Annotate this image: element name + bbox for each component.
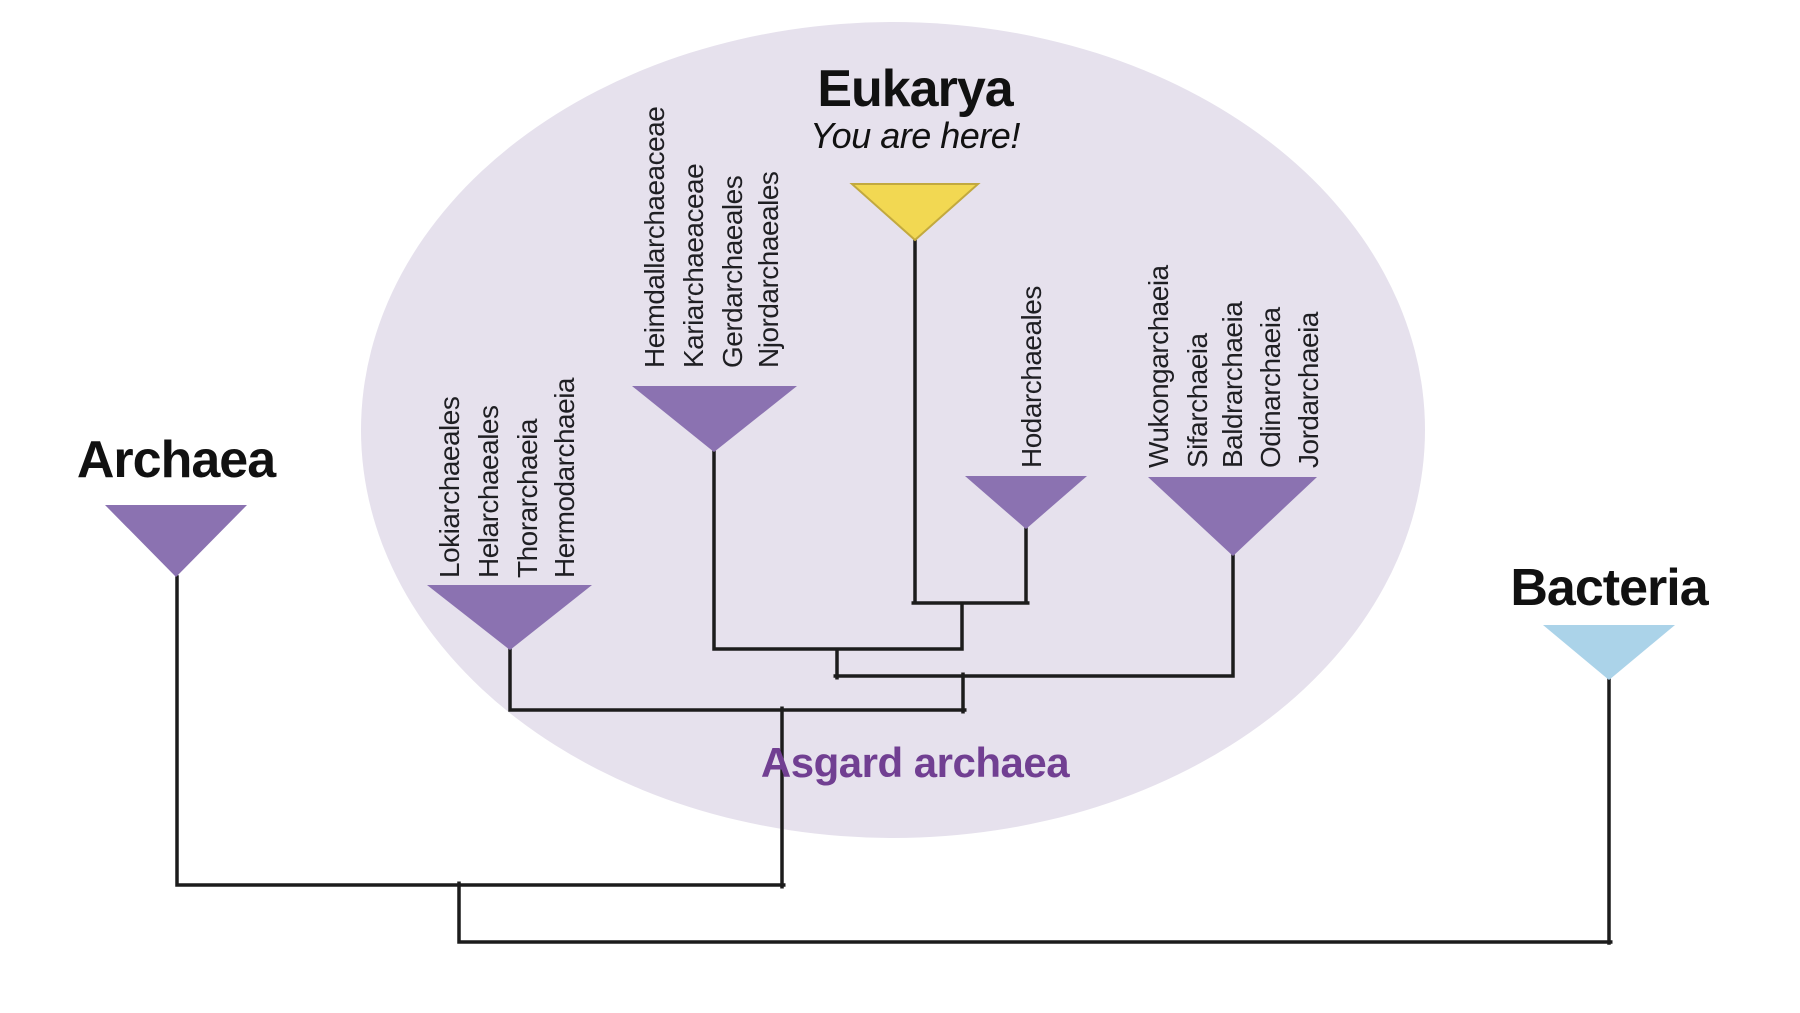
archaea-title: Archaea <box>77 431 277 489</box>
eukarya-subtitle: You are here! <box>810 115 1020 156</box>
clade-label-helarchaeales: Helarchaeales <box>473 406 504 579</box>
clade-label-hodarchaeales: Hodarchaeales <box>1016 286 1047 468</box>
bacteria-triangle <box>1543 625 1675 680</box>
hodar-clade-triangle <box>965 476 1087 529</box>
branch-lines <box>175 238 1613 945</box>
clade-label-wukongarchaeia: Wukongarchaeia <box>1143 264 1174 468</box>
clade-label-thorarchaeia: Thorarchaeia <box>512 418 543 578</box>
clade-label-hermodarchaeia: Hermodarchaeia <box>549 377 580 578</box>
clade-label-baldrarchaeia: Baldrarchaeia <box>1217 301 1248 468</box>
bacteria-title: Bacteria <box>1510 559 1709 617</box>
loki-clade-triangle <box>427 585 592 650</box>
clade-label-gerdarchaeales: Gerdarchaeales <box>717 176 748 368</box>
clade-label-odinarchaeia: Odinarchaeia <box>1255 307 1286 468</box>
wukong-clade-triangle <box>1148 477 1317 556</box>
clade-label-lokiarchaeales: Lokiarchaeales <box>434 397 465 578</box>
asgard-archaea-label: Asgard archaea <box>761 739 1070 786</box>
clade-label-jordarchaeia: Jordarchaeia <box>1293 311 1324 468</box>
eukarya-triangle <box>849 183 981 242</box>
heimdall-clade-triangle <box>632 386 797 452</box>
asgard-ellipse <box>361 22 1425 838</box>
clade-label-njordarchaeales: Njordarchaeales <box>753 172 784 368</box>
clade-label-heimdallarchaeaceae: Heimdallarchaeaceae <box>639 107 670 368</box>
eukarya-title: Eukarya <box>817 60 1014 118</box>
clade-label-kariarchaeaceae: Kariarchaeaceae <box>678 164 709 368</box>
archaea-triangle <box>105 505 247 577</box>
clade-label-sifarchaeia: Sifarchaeia <box>1182 332 1213 468</box>
